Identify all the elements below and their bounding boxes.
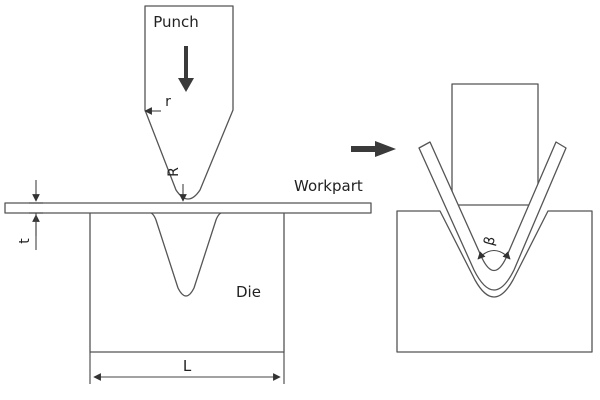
bent-workpart [418,141,567,291]
thickness-label: t [17,238,33,244]
die-label: Die [236,283,261,301]
punch-label: Punch [153,13,199,31]
bent-punch [451,83,539,206]
length-label: L [183,357,192,375]
length-dimension [89,352,285,384]
workpart-label: Workpart [294,177,363,195]
thickness-dimension [29,180,43,250]
bend-angle-label: β [481,235,499,248]
transition-arrow-icon [351,141,396,157]
tip-radius-label: R [166,167,182,177]
punch-motion-arrow-icon [178,46,194,92]
bent-die-block [396,210,593,353]
die-block [89,211,285,353]
bend-angle-arc [477,249,511,260]
punch [144,5,234,200]
after-bending-stage: β [396,83,593,353]
punch-radius-label: r [165,94,171,110]
workpart-sheet [4,202,372,214]
before-bending-stage: Punch r R Workpart Die t L [4,5,372,384]
